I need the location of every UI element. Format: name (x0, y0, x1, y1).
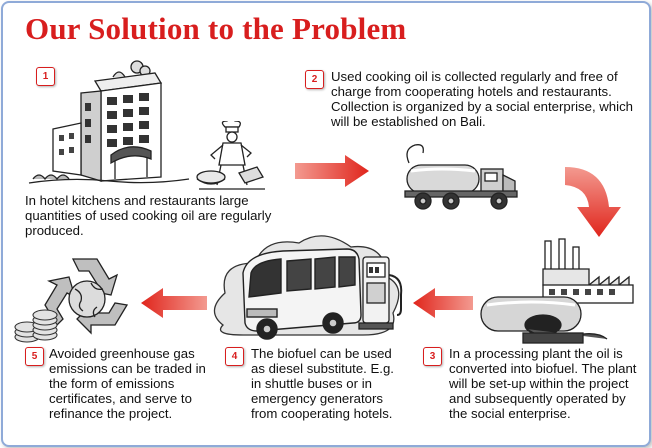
hotel-icon (28, 60, 190, 184)
coins-icon (14, 309, 58, 343)
step-3-badge: 3 (423, 347, 442, 366)
curved-arrow-down-icon (565, 167, 621, 237)
arrow-left-icon (413, 288, 473, 318)
step-1-badge: 1 (36, 67, 55, 86)
chef-icon (196, 121, 265, 190)
step-2-text: Used cooking oil is collected regularly … (331, 69, 633, 129)
step-5-text: Avoided greenhouse gas emissions can be … (49, 346, 206, 421)
step-3-text: In a processing plant the oil is convert… (449, 346, 637, 421)
step-2-badge: 2 (305, 70, 324, 89)
step-4-badge: 4 (225, 347, 244, 366)
recycle-globe-icon (44, 258, 129, 335)
tanker-truck-icon (404, 144, 518, 210)
page-title: Our Solution to the Problem (25, 11, 407, 46)
fuel-pump-icon (358, 256, 403, 330)
arrow-left-icon (141, 288, 207, 318)
step-1-text: In hotel kitchens and restaurants large … (25, 193, 272, 238)
processing-plant-icon (480, 238, 634, 344)
bus-icon (242, 248, 362, 340)
arrow-right-icon (295, 155, 369, 187)
step-4-text: The biofuel can be used as diesel substi… (251, 346, 394, 421)
step-5-badge: 5 (25, 347, 44, 366)
